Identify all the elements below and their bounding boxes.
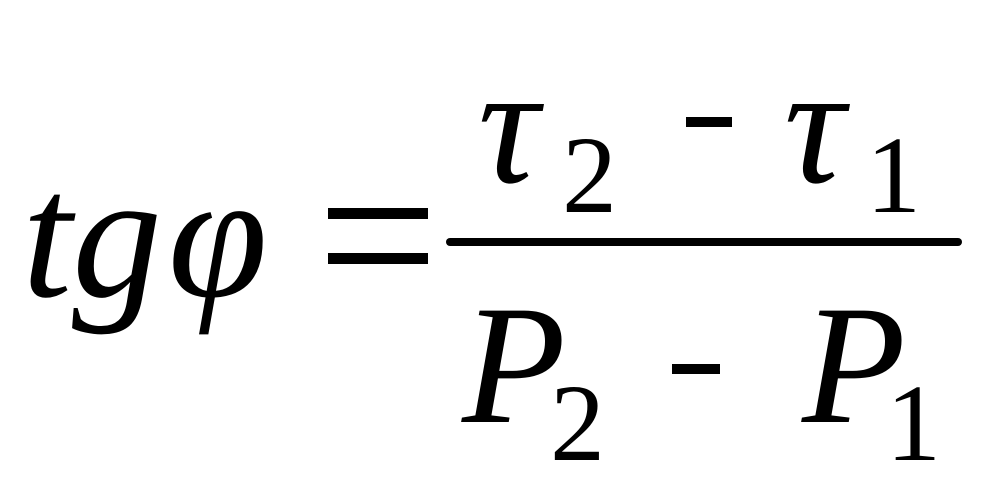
phi-variable: φ <box>168 136 268 335</box>
numerator-tau-1: τ <box>784 31 845 219</box>
numerator-minus-sign <box>686 117 732 127</box>
denominator-minus-sign <box>672 364 720 374</box>
denominator-p-2: P <box>462 271 566 459</box>
fraction-bar <box>446 238 962 246</box>
numerator-subscript-1: 1 <box>866 114 921 236</box>
equals-sign-bottom-bar <box>328 253 428 264</box>
denominator-subscript-2: 2 <box>550 362 605 484</box>
numerator-tau-2: τ <box>478 31 539 219</box>
numerator-subscript-2: 2 <box>562 114 617 236</box>
denominator-subscript-1: 1 <box>886 362 941 484</box>
denominator-p-1: P <box>802 271 906 459</box>
tangent-function: tg <box>22 136 163 335</box>
equals-sign-top-bar <box>328 208 428 219</box>
